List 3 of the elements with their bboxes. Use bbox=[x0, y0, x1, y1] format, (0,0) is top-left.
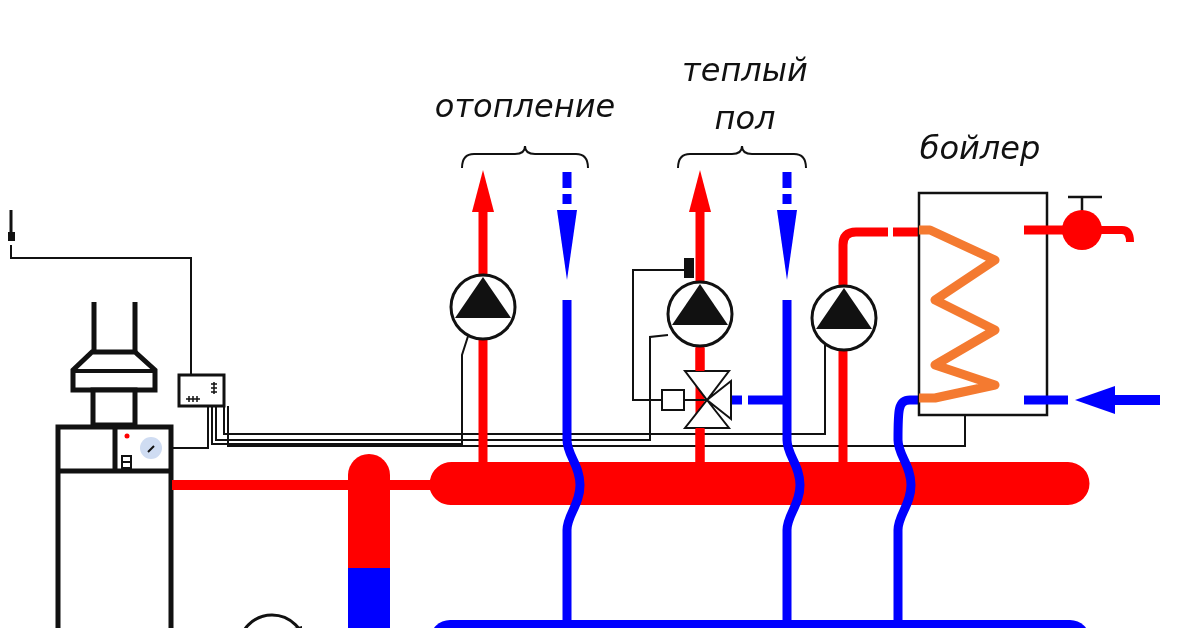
circuit-label: отопление bbox=[433, 86, 617, 127]
circuit-label: бойлер bbox=[918, 128, 1042, 169]
circuit-label: теплый пол bbox=[681, 50, 809, 139]
